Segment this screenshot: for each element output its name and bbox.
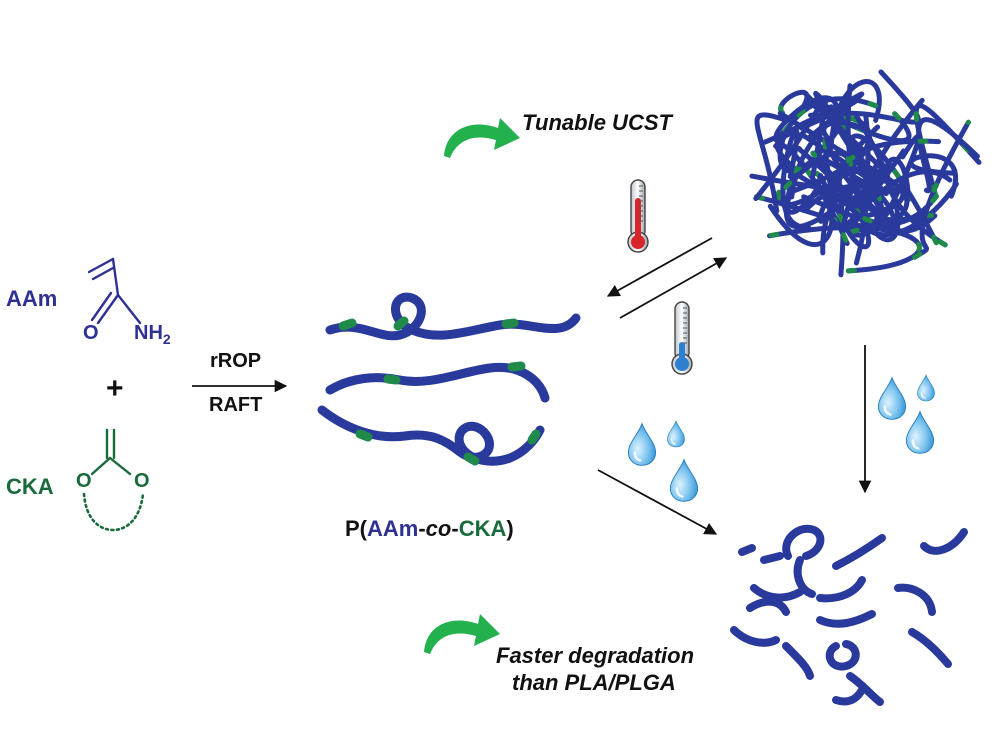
degraded-fragment (832, 534, 886, 570)
degraded-fragments (730, 524, 968, 706)
water-drop-icon (669, 458, 699, 503)
reverse-equilibrium-arrow (606, 237, 713, 297)
degraded-fragment (746, 597, 790, 616)
degradation-label-line-1: Faster degradation (496, 643, 695, 668)
forward-equilibrium-arrow (619, 257, 728, 319)
plus-sign: + (106, 372, 124, 405)
amide-nitrogen-label: NH2 (134, 322, 171, 347)
globule-cka-segment (775, 112, 872, 208)
thermometer-hot-icon (627, 179, 649, 253)
degraded-fragment (760, 552, 784, 564)
globule-strand (916, 117, 980, 194)
degraded-fragment (908, 628, 952, 668)
amide-subscript: 2 (162, 331, 171, 347)
cka-label: CKA (6, 474, 54, 499)
degraded-fragment (894, 583, 936, 616)
copolymer-chains (317, 292, 581, 466)
degraded-fragment (750, 584, 804, 602)
cka-structure (82, 428, 145, 532)
copolymer-name: P(AAm-co-CKA) (345, 516, 514, 542)
polymer-chain (317, 405, 545, 466)
globule-strand (777, 90, 887, 177)
polymer-chain (325, 292, 581, 341)
water-drop-icon (666, 420, 686, 448)
degraded-fragment (793, 556, 816, 598)
amide-oxygen-label: O (83, 322, 99, 344)
globule-cka-segment (773, 89, 810, 143)
ring-oxygen-right: O (134, 470, 150, 492)
polymer-chain (325, 362, 550, 403)
globule-strand (836, 138, 941, 227)
aam-label: AAm (6, 286, 58, 311)
tunable-ucst-label: Tunable UCST (522, 110, 672, 135)
copolymer-dash-2: - (451, 516, 459, 541)
raft-label: RAFT (209, 394, 263, 416)
degraded-fragment (816, 610, 876, 628)
amide-nh-text: NH (134, 322, 163, 344)
thermometer-cold-icon (671, 301, 693, 375)
globule-strand (773, 95, 841, 140)
degraded-fragment (730, 626, 780, 647)
copolymer-suffix: ) (506, 516, 514, 541)
water-drops-middle (627, 420, 699, 503)
copolymer-prefix: P( (345, 516, 367, 541)
degradation-label-line-2: than PLA/PLGA (512, 670, 676, 695)
water-drop-icon (877, 376, 907, 421)
ring-oxygen-left: O (76, 470, 92, 492)
globule-strand (753, 97, 828, 201)
degraded-fragment (738, 544, 756, 556)
curved-arrow-icon (444, 118, 520, 158)
degraded-fragment (816, 576, 866, 603)
degraded-fragment (846, 672, 884, 706)
copolymer-dash-1: - (418, 516, 426, 541)
rrop-label: rROP (210, 350, 262, 372)
polymer-globule (749, 69, 982, 278)
degraded-fragment (920, 528, 968, 555)
water-drop-icon (916, 374, 936, 402)
copolymer-co: co (425, 516, 452, 541)
globule-strand (859, 148, 953, 212)
copolymer-cka: CKA (458, 516, 507, 541)
water-drop-icon (905, 410, 935, 455)
degradation-arrow-diagonal (597, 469, 718, 535)
water-drop-icon (627, 422, 657, 467)
degraded-fragment (782, 642, 814, 680)
curved-arrow-icon (424, 614, 500, 654)
degraded-fragment (782, 524, 825, 560)
copolymer-aam: AAm (367, 516, 419, 541)
degraded-fragment (825, 640, 860, 671)
globule-strand (754, 112, 788, 214)
globule-cka-segment (848, 212, 935, 235)
degraded-fragment (832, 686, 866, 706)
water-drops-right (877, 374, 936, 455)
aam-structure (87, 257, 142, 325)
